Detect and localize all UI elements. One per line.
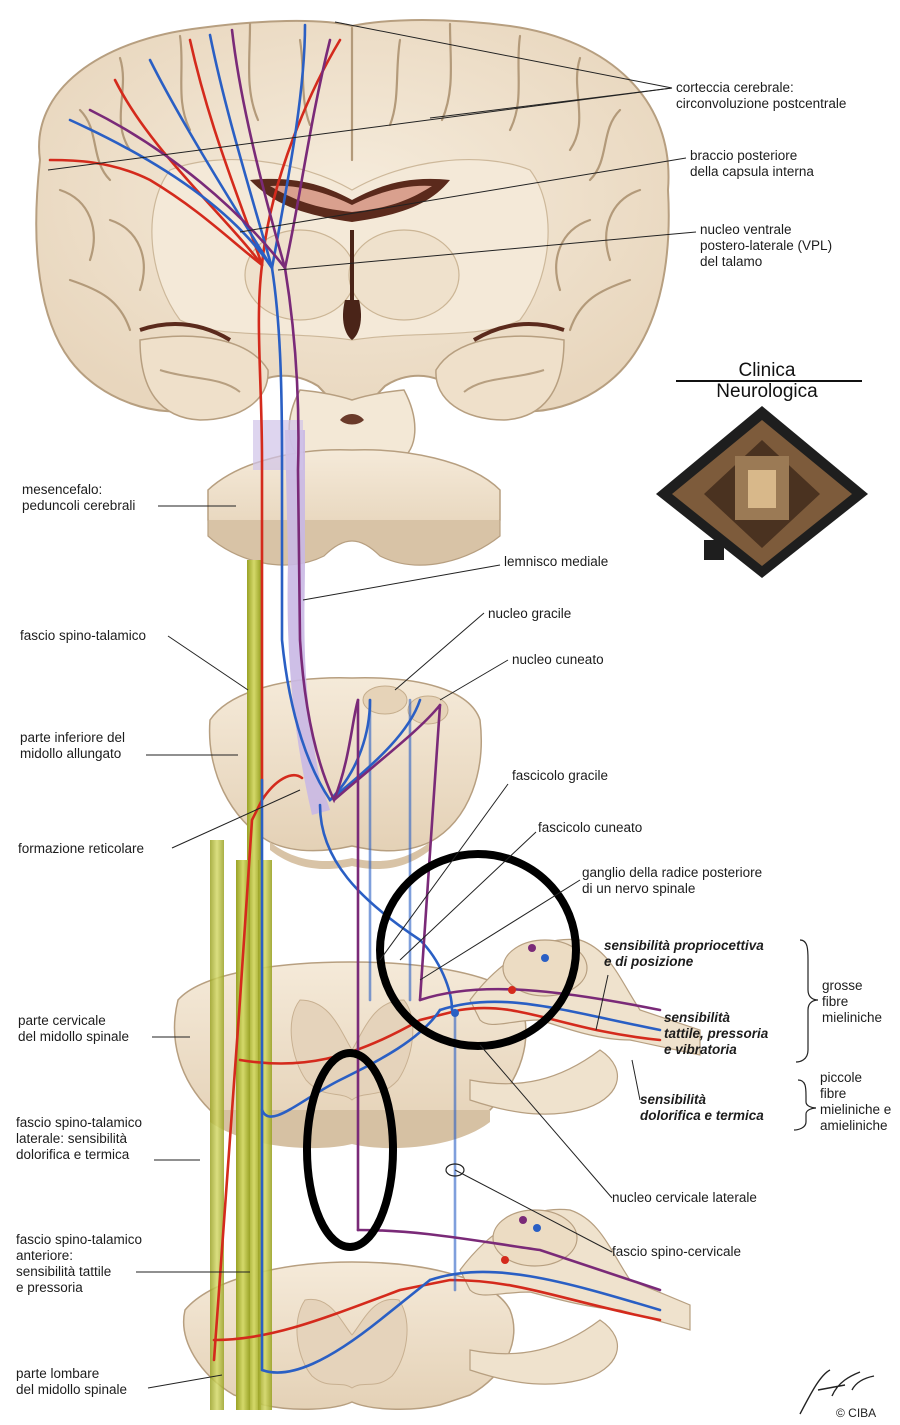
label-sensibilita-dolorifica: sensibilità dolorifica e termica: [640, 1092, 764, 1124]
label-line: mesencefalo:: [22, 482, 135, 498]
label-fascio-spino-talamico: fascio spino-talamico: [20, 628, 146, 644]
label-parte-lombare: parte lombare del midollo spinale: [16, 1366, 127, 1398]
label-line: parte cervicale: [18, 1013, 129, 1029]
label-line: sensibilità: [664, 1010, 768, 1026]
midbrain-slab: [208, 450, 500, 565]
label-line: piccole: [820, 1070, 891, 1086]
label-line: anteriore:: [16, 1248, 142, 1264]
label-line: sensibilità: [640, 1092, 764, 1108]
label-line: mieliniche e: [820, 1102, 891, 1118]
label-line: sensibilità propriocettiva: [604, 938, 764, 954]
label-line: del midollo spinale: [16, 1382, 127, 1398]
label-fascio-anteriore: fascio spino-talamico anteriore: sensibi…: [16, 1232, 142, 1296]
label-nucleo-cuneato: nucleo cuneato: [512, 652, 604, 668]
label-nucleo-gracile: nucleo gracile: [488, 606, 571, 622]
label-line: parte lombare: [16, 1366, 127, 1382]
label-line: di un nervo spinale: [582, 881, 762, 897]
label-line: tattile, pressoria: [664, 1026, 768, 1042]
label-line: grosse: [822, 978, 882, 994]
label-line: fascio spino-talamico: [16, 1232, 142, 1248]
label-sensibilita-propriocettiva: sensibilità propriocettiva e di posizion…: [604, 938, 764, 970]
label-nucleo-vpl: nucleo ventrale postero-laterale (VPL) d…: [700, 222, 832, 270]
label-line: dolorifica e termica: [640, 1108, 764, 1124]
label-line: parte inferiore del: [20, 730, 125, 746]
label-fascicolo-cuneato: fascicolo cuneato: [538, 820, 642, 836]
label-nucleo-cervicale-laterale: nucleo cervicale laterale: [612, 1190, 757, 1206]
label-sensibilita-tattile: sensibilità tattile, pressoria e vibrato…: [664, 1010, 768, 1058]
brain-coronal-section: [36, 20, 668, 460]
label-line: e di posizione: [604, 954, 764, 970]
label-corteccia-cerebrale: corteccia cerebrale: circonvoluzione pos…: [676, 80, 846, 112]
label-fascio-spino-cervicale: fascio spino-cervicale: [612, 1244, 741, 1260]
label-fascio-laterale: fascio spino-talamico laterale: sensibil…: [16, 1115, 142, 1163]
label-line: circonvoluzione postcentrale: [676, 96, 846, 112]
label-line: corteccia cerebrale:: [676, 80, 846, 96]
label-line: del talamo: [700, 254, 832, 270]
label-line: amieliniche: [820, 1118, 891, 1134]
label-line: e vibratoria: [664, 1042, 768, 1058]
logo-title-line: Neurologica: [672, 381, 862, 402]
logo-title-line: Clinica: [672, 360, 862, 381]
label-lemnisco-mediale: lemnisco mediale: [504, 554, 608, 570]
label-line: postero-laterale (VPL): [700, 238, 832, 254]
label-line: e pressoria: [16, 1280, 142, 1296]
label-formazione-reticolare: formazione reticolare: [18, 841, 144, 857]
label-line: fibre: [820, 1086, 891, 1102]
label-line: del midollo spinale: [18, 1029, 129, 1045]
label-mesencefalo: mesencefalo: peduncoli cerebrali: [22, 482, 135, 514]
label-line: peduncoli cerebrali: [22, 498, 135, 514]
label-line: fibre: [822, 994, 882, 1010]
label-braccio-posteriore: braccio posteriore della capsula interna: [690, 148, 814, 180]
copyright-credit: © CIBA: [836, 1406, 876, 1420]
label-parte-inferiore-midollo: parte inferiore del midollo allungato: [20, 730, 125, 762]
label-line: dolorifica e termica: [16, 1147, 142, 1163]
label-line: nucleo ventrale: [700, 222, 832, 238]
label-piccole-fibre: piccole fibre mieliniche e amieliniche: [820, 1070, 891, 1134]
clinica-neurologica-logo: [656, 406, 868, 578]
label-line: fascio spino-talamico: [16, 1115, 142, 1131]
label-line: midollo allungato: [20, 746, 125, 762]
label-parte-cervicale: parte cervicale del midollo spinale: [18, 1013, 129, 1045]
label-braces: [794, 940, 818, 1130]
label-fascicolo-gracile: fascicolo gracile: [512, 768, 608, 784]
logo-rule: [676, 380, 862, 382]
label-ganglio-radice: ganglio della radice posteriore di un ne…: [582, 865, 762, 897]
label-line: braccio posteriore: [690, 148, 814, 164]
label-line: laterale: sensibilità: [16, 1131, 142, 1147]
label-grosse-fibre: grosse fibre mieliniche: [822, 978, 882, 1026]
label-line: della capsula interna: [690, 164, 814, 180]
label-line: ganglio della radice posteriore: [582, 865, 762, 881]
label-line: sensibilità tattile: [16, 1264, 142, 1280]
label-line: mieliniche: [822, 1010, 882, 1026]
